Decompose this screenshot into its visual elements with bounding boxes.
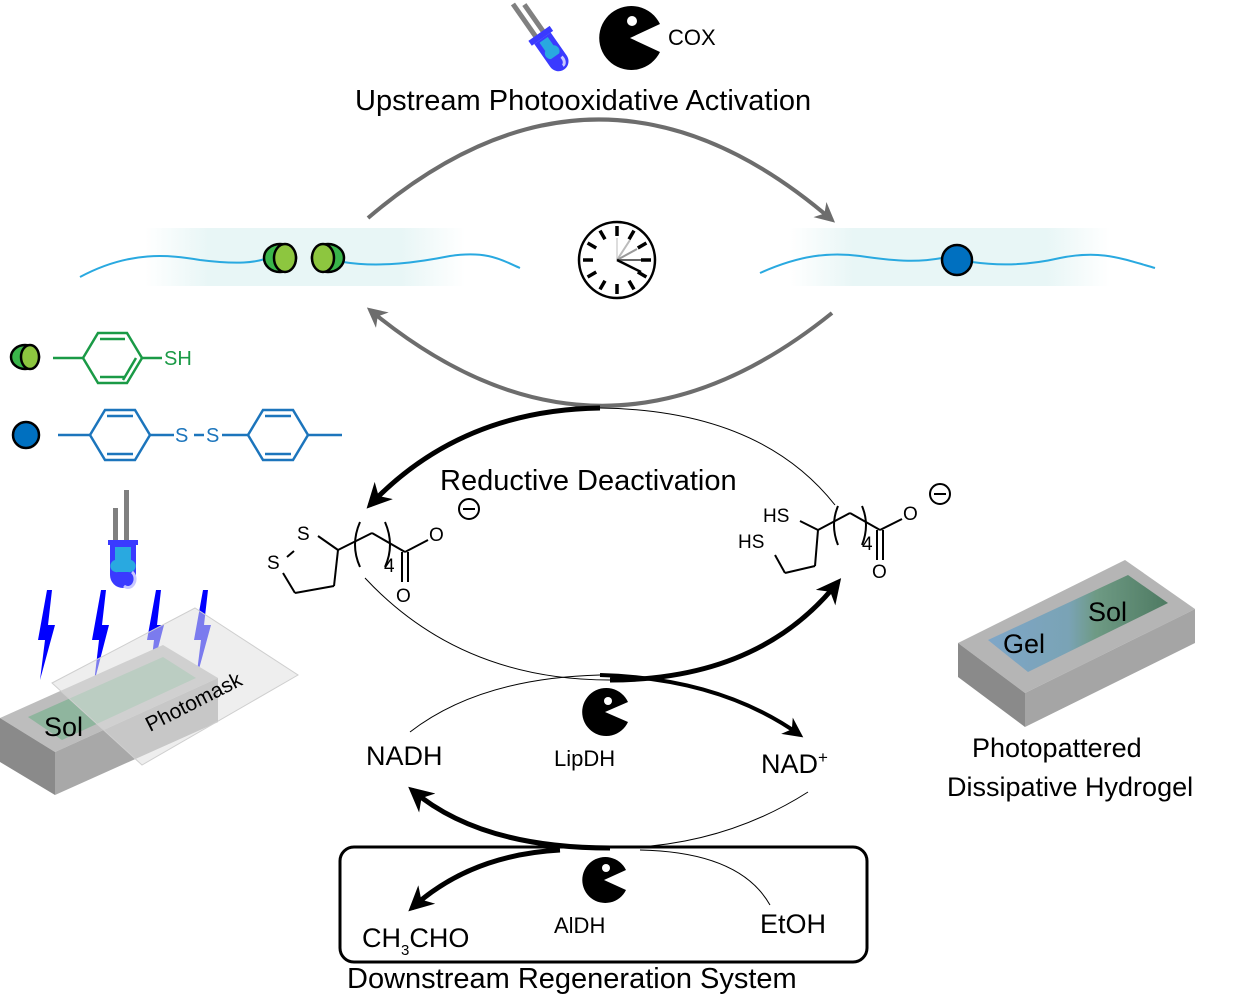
- arrow-to-reduced-lipoate: [609, 578, 842, 683]
- label-ethanol: EtOH: [760, 909, 826, 939]
- downstream-box: [338, 845, 869, 964]
- label-acetaldehyde: CH3CHO: [362, 923, 469, 959]
- ox-repeat: 4: [384, 556, 395, 577]
- red-o-carbonyl: O: [872, 562, 887, 583]
- enzyme-pacman-icon-cox: [599, 6, 660, 71]
- enzyme-label-cox: COX: [668, 25, 716, 50]
- ox-s1: S: [297, 524, 310, 545]
- legend-s1-label: S: [175, 425, 188, 447]
- ox-o-anion: O: [429, 525, 444, 546]
- red-repeat: 4: [862, 534, 873, 555]
- legend-disulfide: S S: [11, 408, 342, 462]
- title-upstream: Upstream Photooxidative Activation: [355, 85, 811, 117]
- red-hs1: HS: [763, 506, 789, 527]
- caption-line2: Dissipative Hydrogel: [947, 772, 1193, 802]
- right-sol-label: Sol: [1088, 597, 1127, 627]
- arrow-to-nadh: [408, 786, 611, 851]
- lipoate-reduced-structure: [774, 505, 903, 574]
- arc-nad-bottom-thin: [609, 791, 809, 849]
- polymer-strand-right: [759, 253, 1156, 274]
- polymer-band-left: [145, 228, 465, 286]
- ox-s2: S: [267, 553, 280, 574]
- negative-charge-icon-ox: [458, 498, 480, 520]
- negative-charge-icon-red: [929, 483, 951, 505]
- arrow-to-nad: [599, 673, 804, 738]
- label-reductive-deactivation: Reductive Deactivation: [440, 465, 737, 497]
- caption-line1: Photopattered: [972, 733, 1142, 763]
- label-nadh: NADH: [366, 741, 443, 771]
- red-hs2: HS: [738, 532, 764, 553]
- lipoate-oxidized-structure: [282, 521, 429, 594]
- polymer-strand-left: [79, 253, 521, 278]
- thiol-bead-icon: [262, 242, 346, 274]
- enzyme-pacman-icon-aldh: [582, 857, 626, 903]
- led-icon-top: [510, 2, 569, 72]
- arrow-to-acetaldehyde: [408, 847, 561, 912]
- arc-top-right-thin: [599, 407, 836, 506]
- label-nad-plus: NAD+: [761, 748, 828, 779]
- arrow-activation: [366, 117, 836, 223]
- photomask-sheet: [51, 607, 299, 766]
- label-downstream-system: Downstream Regeneration System: [347, 963, 797, 995]
- enzyme-label-aldh: AlDH: [554, 913, 605, 938]
- left-sol-label: Sol: [44, 712, 83, 742]
- clock-icon: [577, 220, 657, 300]
- legend-s2-label: S: [206, 425, 219, 447]
- led-icon-left: [108, 490, 138, 589]
- right-gel-tray: [958, 560, 1195, 727]
- ox-o-carbonyl: O: [396, 586, 411, 607]
- arrow-deactivation-return: [366, 307, 834, 408]
- disulfide-bead-icon: [940, 243, 974, 277]
- enzyme-pacman-icon-lipdh: [582, 688, 628, 736]
- arc-etoh-thin: [639, 849, 771, 906]
- legend-sh-label: SH: [164, 348, 192, 370]
- arc-bottom-left-thin: [364, 577, 611, 681]
- arc-nadh-top-thin: [409, 674, 601, 733]
- legend-thiol: SH: [9, 331, 192, 385]
- right-gel-label: Gel: [1003, 629, 1045, 659]
- red-o-anion: O: [903, 504, 918, 525]
- arrow-to-oxidized-lipoate: [366, 405, 601, 509]
- enzyme-label-lipdh: LipDH: [554, 746, 615, 771]
